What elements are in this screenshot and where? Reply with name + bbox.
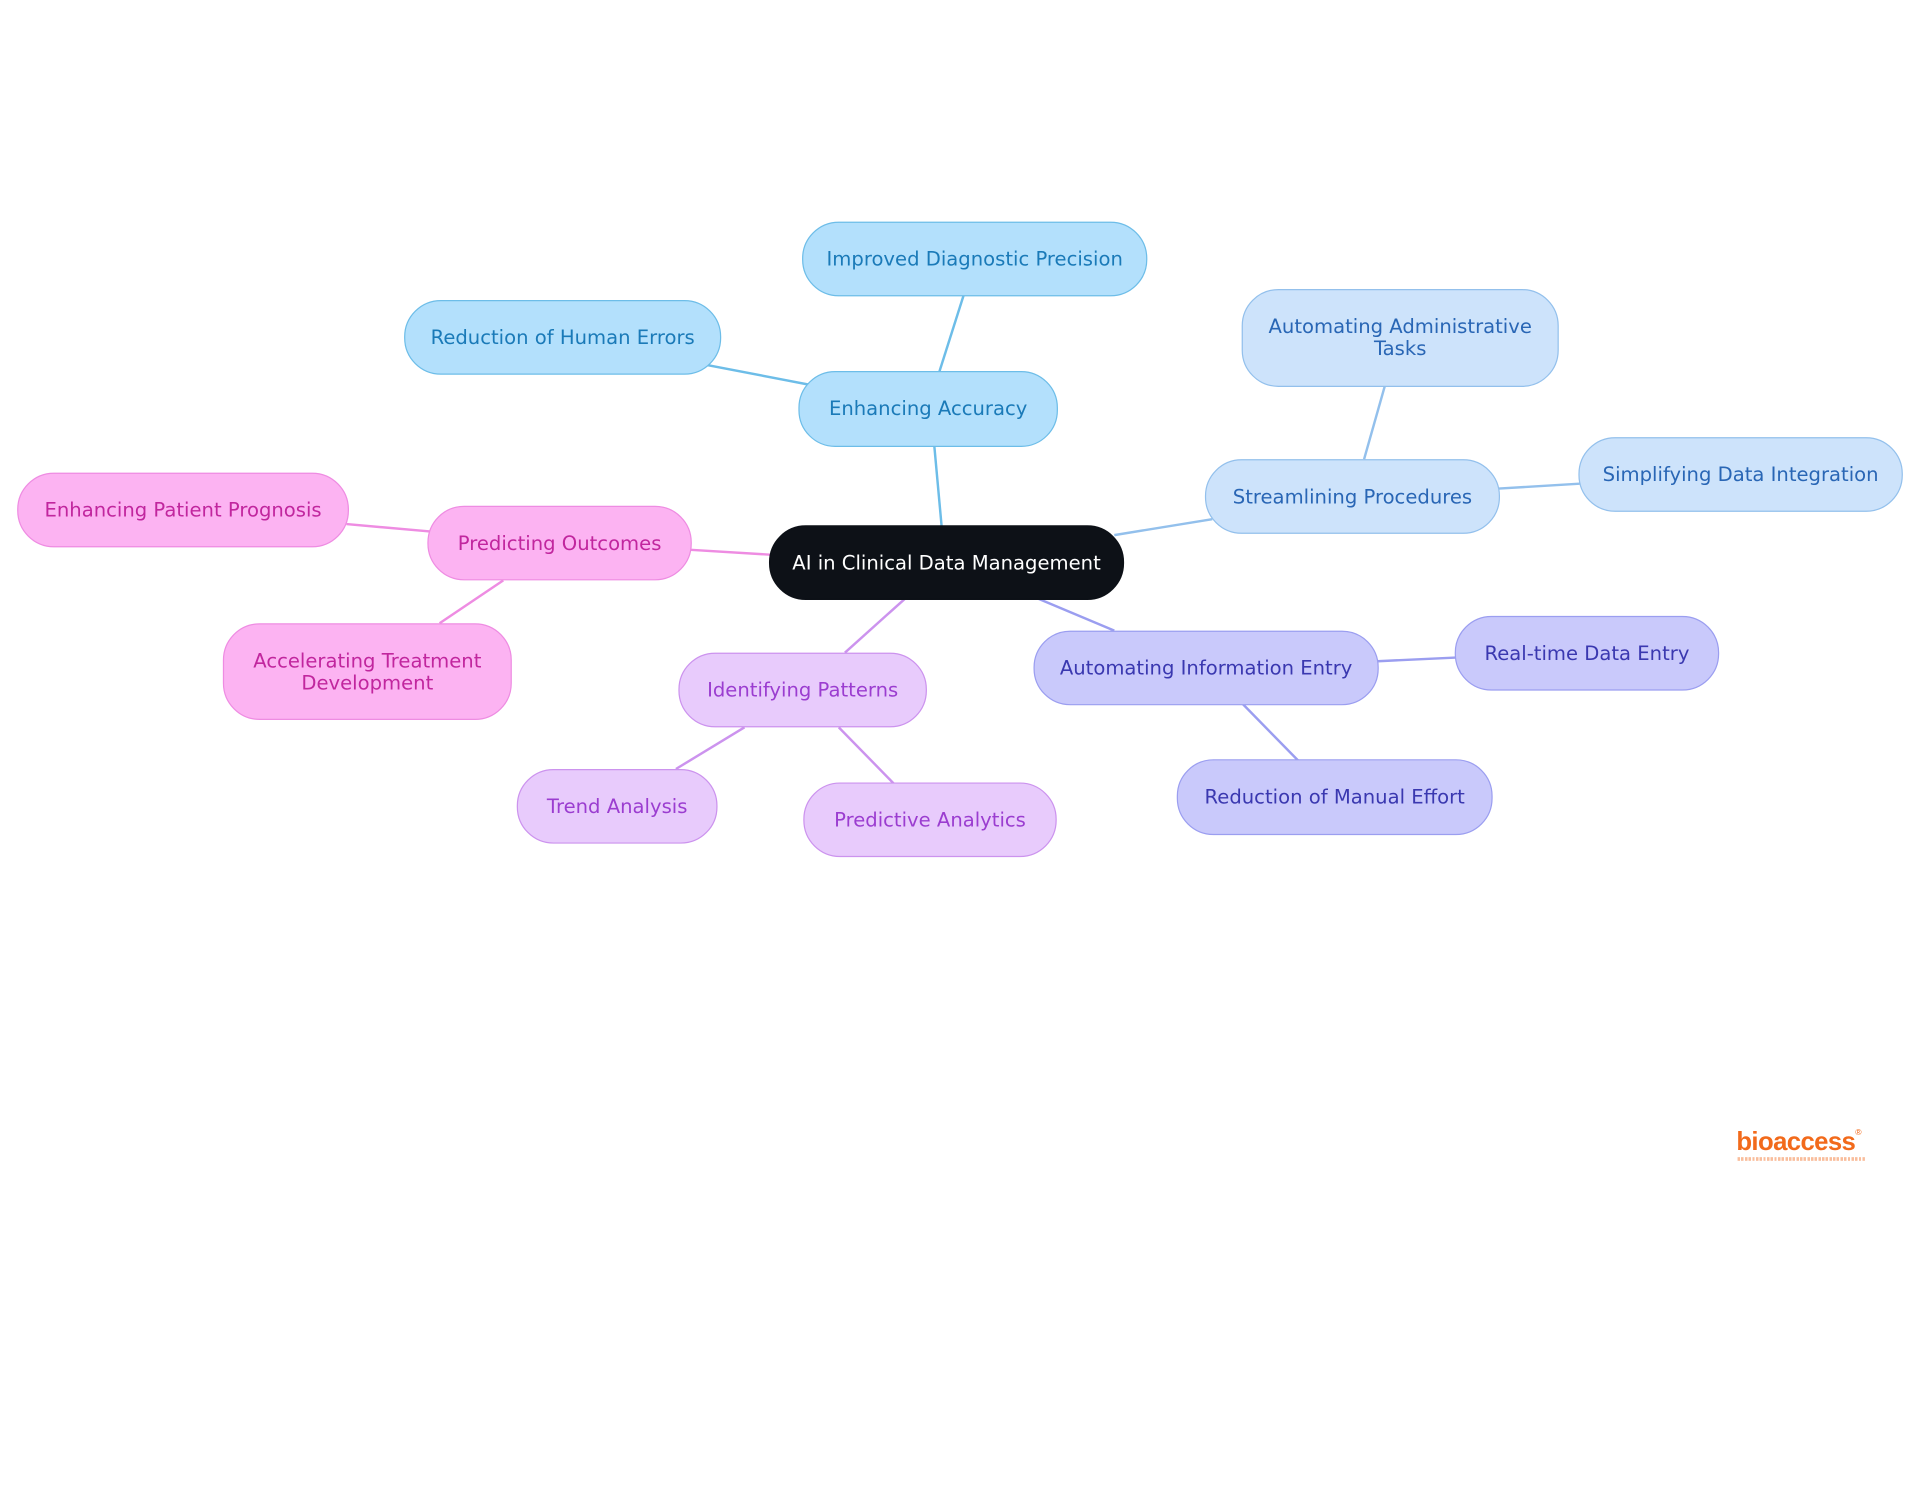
node-enhancing-patient-prognosis-label: Enhancing Patient Prognosis — [44, 497, 322, 522]
node-reduction-of-human-errors-label: Reduction of Human Errors — [430, 325, 695, 349]
edge-streamlining-procedures-simplifying-data-integration — [1498, 482, 1580, 490]
edge-predicting-outcomes-enhancing-patient-prognosis — [346, 522, 430, 533]
node-predicting-outcomes[interactable]: Predicting Outcomes — [427, 505, 692, 581]
node-automating-administrative-tasks-text: Automating Administrative Tasks — [1268, 314, 1532, 361]
bioaccess-logo: bioaccess® — [1736, 1127, 1873, 1166]
node-improved-diagnostic-precision-label: Improved Diagnostic Precision — [826, 246, 1123, 271]
edges-layer — [346, 294, 1580, 785]
edge-root-enhancing-accuracy — [933, 445, 943, 527]
edge-automating-information-entry-real-time-data-entry — [1377, 656, 1456, 663]
node-automating-administrative-tasks-line-1: Automating Administrative — [1268, 314, 1532, 338]
node-identifying-patterns[interactable]: Identifying Patterns — [678, 652, 927, 728]
edge-streamlining-procedures-automating-administrative-tasks — [1362, 385, 1387, 460]
edge-root-predicting-outcomes — [690, 548, 771, 556]
node-reduction-of-human-errors[interactable]: Reduction of Human Errors — [404, 300, 722, 375]
root-node-label: AI in Clinical Data Management — [792, 550, 1101, 574]
node-identifying-patterns-label: Identifying Patterns — [707, 677, 899, 702]
node-streamlining-procedures-label: Streamlining Procedures — [1232, 484, 1473, 508]
node-simplifying-data-integration-label: Simplifying Data Integration — [1602, 462, 1879, 486]
node-enhancing-accuracy[interactable]: Enhancing Accuracy — [798, 371, 1058, 447]
node-automating-administrative-tasks[interactable]: Automating Administrative Tasks — [1241, 288, 1559, 387]
edge-root-streamlining-procedures — [1114, 517, 1213, 537]
node-reduction-of-manual-effort-label: Reduction of Manual Effort — [1204, 784, 1465, 809]
node-enhancing-patient-prognosis[interactable]: Enhancing Patient Prognosis — [17, 472, 349, 548]
logo-tagline-graphic — [1737, 1157, 1865, 1161]
node-real-time-data-entry-label: Real-time Data Entry — [1484, 641, 1690, 665]
node-reduction-of-manual-effort[interactable]: Reduction of Manual Effort — [1176, 759, 1493, 836]
node-enhancing-accuracy-label: Enhancing Accuracy — [828, 396, 1028, 421]
node-automating-administrative-tasks-line-2: Tasks — [1373, 336, 1427, 361]
node-automating-information-entry-label: Automating Information Entry — [1059, 655, 1353, 679]
edge-predicting-outcomes-accelerating-treatment-development — [438, 579, 504, 625]
node-accelerating-treatment-development-text: Accelerating Treatment Development — [253, 648, 482, 694]
node-accelerating-treatment-development-line-2: Development — [301, 670, 434, 694]
node-trend-analysis-label: Trend Analysis — [546, 794, 688, 818]
edge-automating-information-entry-reduction-of-manual-effort — [1241, 703, 1299, 762]
node-trend-analysis[interactable]: Trend Analysis — [516, 768, 718, 844]
node-improved-diagnostic-precision[interactable]: Improved Diagnostic Precision — [802, 221, 1148, 297]
node-accelerating-treatment-development[interactable]: Accelerating Treatment Development — [222, 623, 512, 721]
node-predicting-outcomes-label: Predicting Outcomes — [457, 530, 662, 555]
edge-root-identifying-patterns — [844, 597, 906, 654]
node-automating-information-entry[interactable]: Automating Information Entry — [1033, 630, 1379, 706]
edge-root-automating-information-entry — [1037, 597, 1115, 632]
edge-enhancing-accuracy-improved-diagnostic-precision — [938, 294, 965, 373]
node-streamlining-procedures[interactable]: Streamlining Procedures — [1204, 459, 1501, 534]
edge-identifying-patterns-trend-analysis — [675, 726, 746, 771]
node-predictive-analytics-label: Predictive Analytics — [834, 807, 1026, 831]
root-node[interactable]: AI in Clinical Data Management — [768, 525, 1125, 601]
node-predictive-analytics[interactable]: Predictive Analytics — [803, 782, 1057, 858]
bioaccess-logo-text: bioaccess — [1736, 1127, 1856, 1156]
edge-enhancing-accuracy-reduction-of-human-errors — [706, 363, 809, 386]
node-simplifying-data-integration[interactable]: Simplifying Data Integration — [1578, 437, 1903, 512]
node-real-time-data-entry[interactable]: Real-time Data Entry — [1454, 615, 1720, 691]
node-accelerating-treatment-development-line-1: Accelerating Treatment — [253, 648, 482, 672]
edge-identifying-patterns-predictive-analytics — [837, 726, 895, 785]
registered-mark: ® — [1855, 1128, 1862, 1138]
